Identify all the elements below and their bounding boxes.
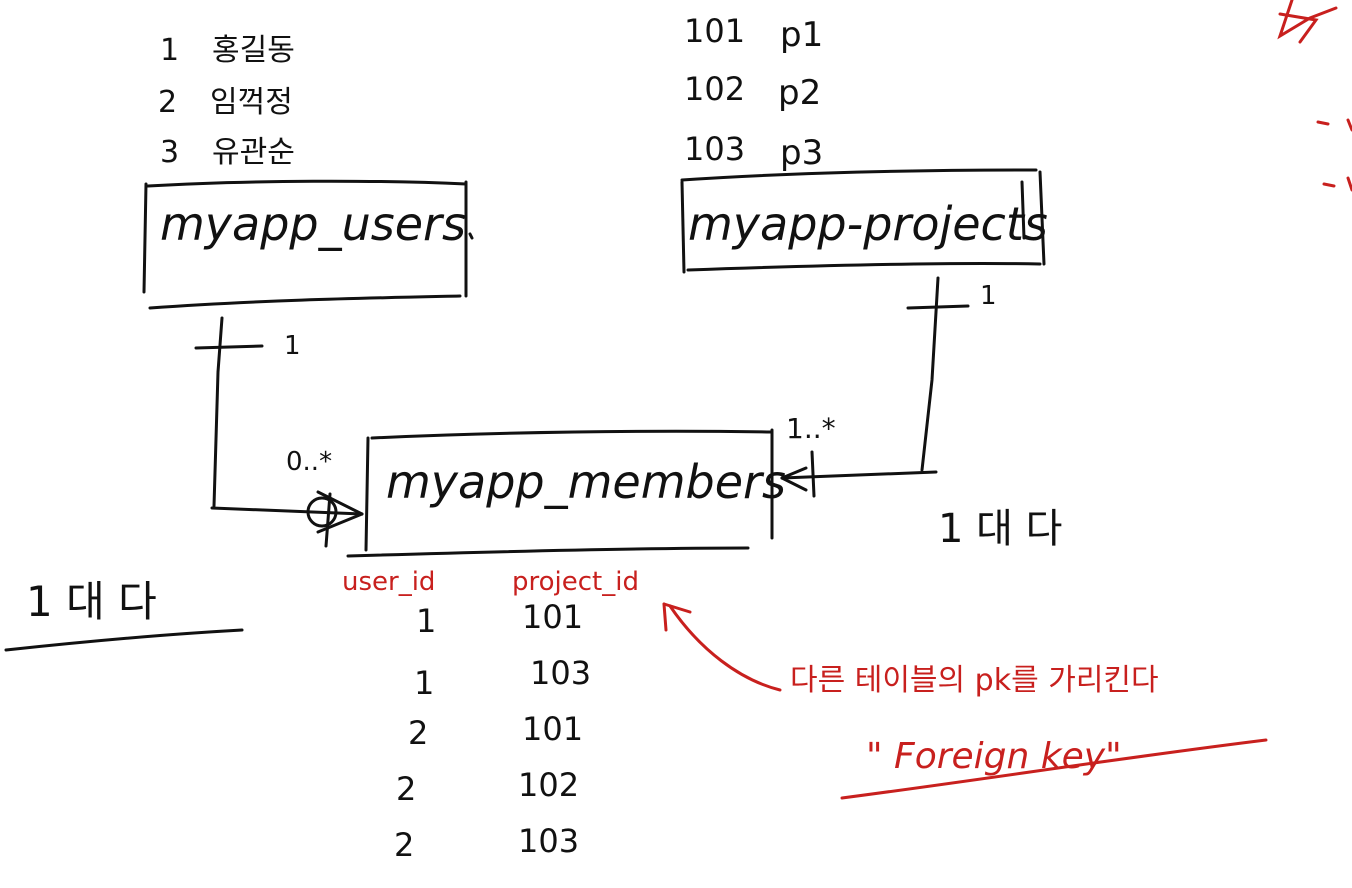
users-entity	[142, 179, 474, 310]
members-row-4-project-id: 102	[518, 766, 579, 804]
projects-row-1-id: 101	[684, 12, 745, 50]
projects-entity-label: myapp-projects	[688, 197, 1048, 251]
left-note-underline	[4, 628, 244, 652]
cropped-red-star-icon	[1277, 0, 1352, 192]
users-entity-label: myapp_users	[160, 197, 466, 251]
members-row-1-project-id: 101	[522, 598, 583, 636]
users-sample-rows: 1 홍길동 2 임꺽정 3 유관순	[158, 33, 295, 170]
members-users-end-cardinality: 0..*	[286, 447, 332, 477]
members-row-2-project-id: 103	[530, 654, 591, 692]
members-column-project-id: project_id	[512, 567, 639, 597]
projects-row-3-id: 103	[684, 130, 745, 168]
right-relationship-note: 1 대 다	[938, 506, 1062, 552]
users-row-3-name: 유관순	[212, 135, 295, 170]
members-row-5-user-id: 2	[394, 826, 414, 864]
users-end-cardinality: 1	[284, 331, 301, 361]
projects-entity	[680, 168, 1046, 274]
foreign-key-underline	[840, 738, 1268, 800]
members-sample-rows: 1 101 1 103 2 101 2 102 2 103	[394, 598, 591, 864]
projects-row-1-name: p1	[780, 15, 823, 55]
projects-end-cardinality: 1	[980, 281, 997, 311]
projects-row-2-id: 102	[684, 70, 745, 108]
members-row-4-user-id: 2	[396, 770, 416, 808]
members-entity	[346, 428, 774, 558]
users-row-2-name: 임꺽정	[210, 85, 293, 120]
members-column-user-id: user_id	[342, 567, 435, 597]
users-row-1-id: 1	[160, 33, 179, 68]
foreign-key-arrow	[662, 602, 782, 692]
left-relationship-note: 1 대 다	[26, 577, 157, 626]
members-projects-end-cardinality: 1..*	[786, 412, 836, 445]
users-members-relationship	[194, 316, 364, 548]
members-row-3-project-id: 101	[522, 710, 583, 748]
members-row-5-project-id: 103	[518, 822, 579, 860]
users-row-1-name: 홍길동	[212, 33, 295, 68]
members-entity-label: myapp_members	[386, 455, 786, 509]
users-row-3-id: 3	[160, 135, 179, 170]
foreign-key-note-line2: " Foreign key"	[866, 736, 1122, 777]
members-row-1-user-id: 1	[416, 602, 436, 640]
users-row-2-id: 2	[158, 85, 177, 120]
projects-row-2-name: p2	[778, 73, 821, 113]
projects-sample-rows: 101 p1 102 p2 103 p3	[684, 12, 823, 173]
projects-members-relationship	[780, 276, 970, 498]
members-row-2-user-id: 1	[414, 664, 434, 702]
members-row-3-user-id: 2	[408, 714, 428, 752]
projects-row-3-name: p3	[780, 133, 823, 173]
foreign-key-note-line1: 다른 테이블의 pk를 가리킨다	[790, 663, 1159, 698]
